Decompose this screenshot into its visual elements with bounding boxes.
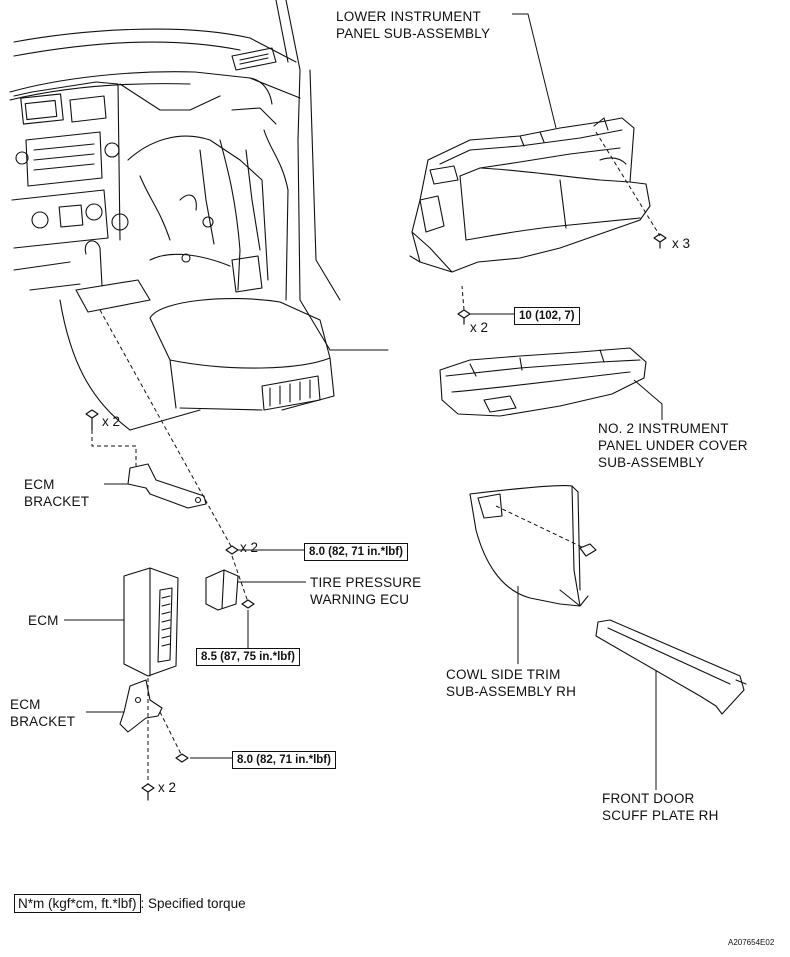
- label-line: BRACKET: [10, 714, 76, 729]
- scuff-plate-drawing: [595, 619, 747, 715]
- label-ecm-bracket-lower: ECM BRACKET: [10, 696, 75, 730]
- label-line: BRACKET: [24, 494, 90, 509]
- torque-bracket-nut: 8.0 (82, 71 in.*lbf): [232, 751, 336, 769]
- label-cowl-side-trim: COWL SIDE TRIM SUB-ASSEMBLY RH: [446, 666, 576, 700]
- label-line: WARNING ECU: [310, 592, 410, 607]
- fasteners: [85, 233, 667, 801]
- label-tire-pressure-ecu: TIRE PRESSURE WARNING ECU: [310, 574, 421, 608]
- tire-pressure-ecu-drawing: [205, 569, 239, 611]
- legend-unit-box: N*m (kgf*cm, ft.*lbf): [14, 894, 141, 913]
- lower-instrument-panel-drawing: [409, 117, 651, 273]
- label-line: COWL SIDE TRIM: [446, 667, 561, 682]
- qty-panel-screws-x2: x 2: [470, 320, 489, 335]
- label-line: PANEL SUB-ASSEMBLY: [336, 26, 491, 41]
- label-line: SUB-ASSEMBLY RH: [446, 684, 577, 699]
- label-line: PANEL UNDER COVER: [598, 438, 748, 453]
- ecm-bracket-upper-drawing: [127, 463, 207, 509]
- label-line: ECM: [24, 477, 55, 492]
- label-line: SCUFF PLATE RH: [602, 808, 719, 823]
- label-line: ECM: [10, 697, 41, 712]
- label-scuff-plate: FRONT DOOR SCUFF PLATE RH: [602, 790, 719, 824]
- qty-ecu-nuts-x2: x 2: [240, 540, 259, 555]
- qty-bottom-screws-x2: x 2: [158, 780, 177, 795]
- legend-text: : Specified torque: [140, 896, 246, 911]
- label-lower-instrument-panel: LOWER INSTRUMENT PANEL SUB-ASSEMBLY: [336, 8, 490, 42]
- torque-ecm-nut: 8.5 (87, 75 in.*lbf): [196, 648, 300, 666]
- qty-clips-x3: x 3: [672, 236, 691, 251]
- ecm-drawing: [123, 567, 179, 677]
- label-ecm-bracket-upper: ECM BRACKET: [24, 476, 89, 510]
- label-line: SUB-ASSEMBLY: [598, 455, 705, 470]
- torque-legend: N*m (kgf*cm, ft.*lbf): Specified torque: [14, 894, 246, 913]
- label-line: TIRE PRESSURE: [310, 575, 422, 590]
- figure-id: A207654E02: [728, 938, 775, 947]
- ecm-bracket-lower-drawing: [119, 679, 163, 733]
- label-under-cover: NO. 2 INSTRUMENT PANEL UNDER COVER SUB-A…: [598, 420, 748, 471]
- label-line: NO. 2 INSTRUMENT: [598, 421, 729, 436]
- under-cover-drawing: [439, 347, 647, 417]
- vehicle-interior-drawing: [9, 0, 389, 431]
- cowl-side-trim-drawing: [469, 484, 589, 607]
- label-line: LOWER INSTRUMENT: [336, 9, 481, 24]
- label-ecm: ECM: [28, 613, 59, 628]
- leader-lines: [64, 13, 663, 790]
- label-line: FRONT DOOR: [602, 791, 695, 806]
- torque-ecu-nut: 8.0 (82, 71 in.*lbf): [304, 543, 408, 561]
- alignment-lines: [91, 131, 661, 784]
- qty-bracket-screws-x2: x 2: [102, 414, 121, 429]
- torque-panel-bolt: 10 (102, 7): [514, 307, 580, 325]
